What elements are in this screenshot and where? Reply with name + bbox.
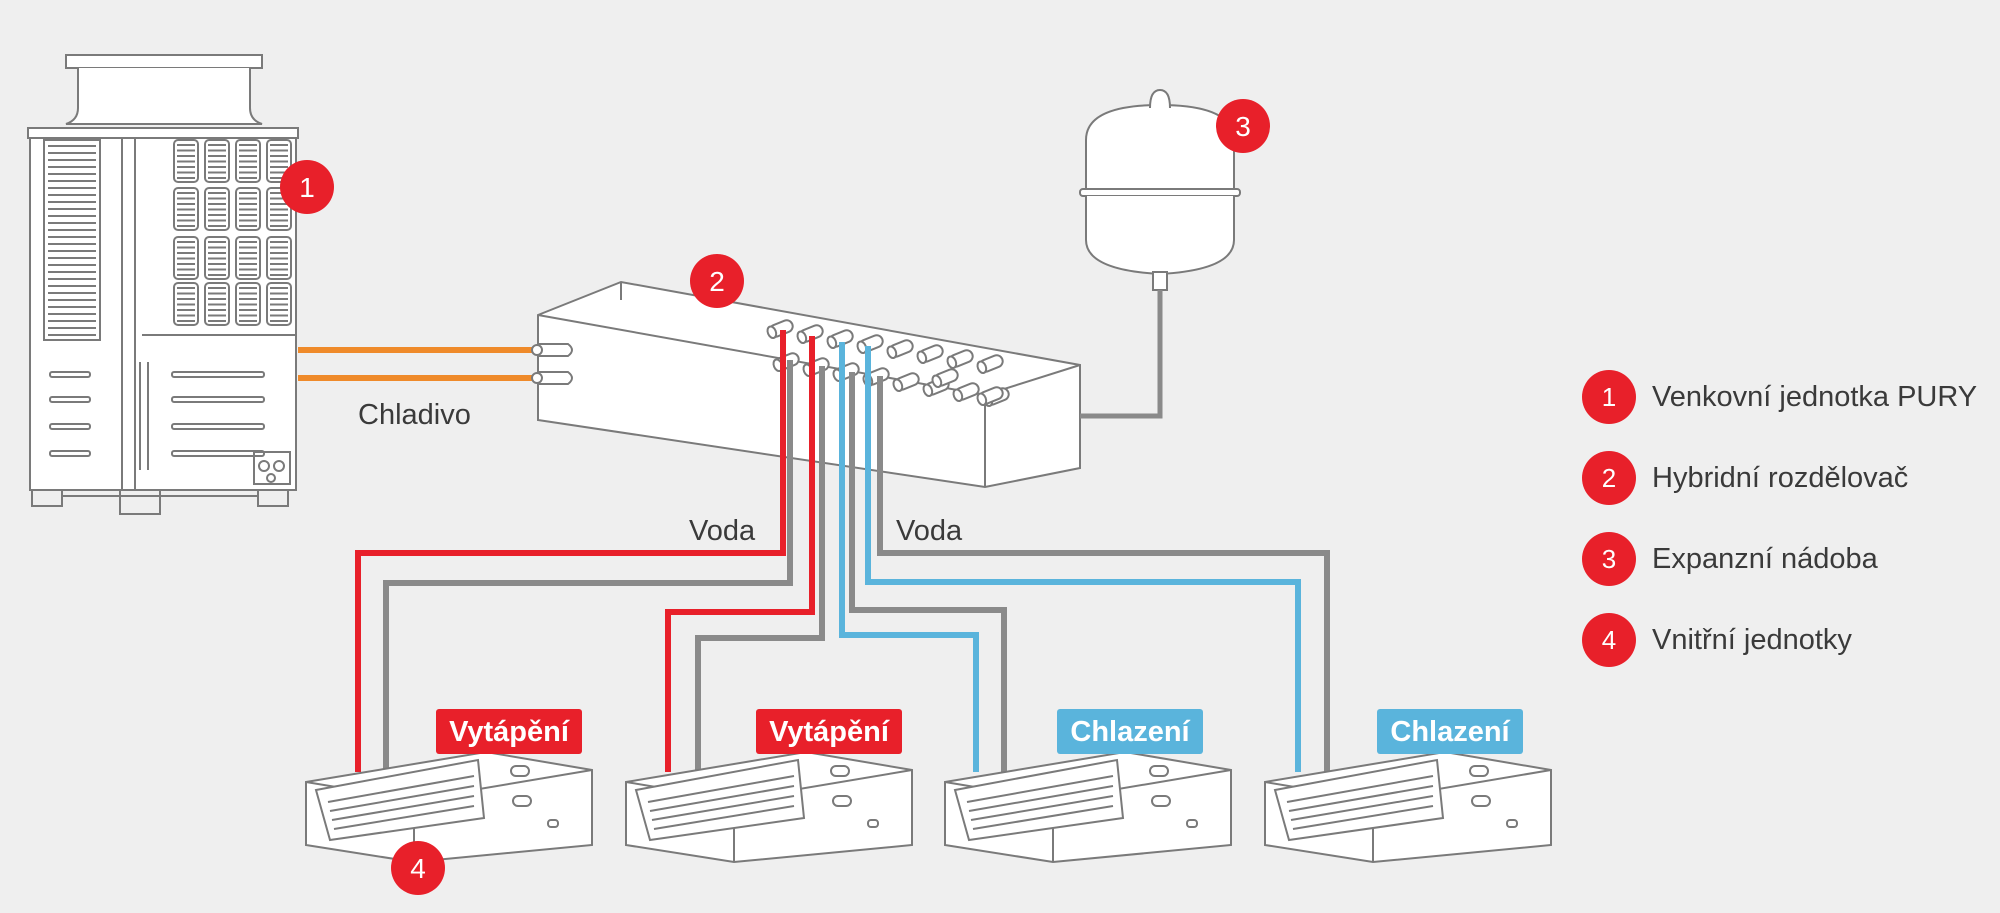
mode-tag-cooling: Chlazení [1057,709,1203,754]
badge-outdoor: 1 [280,160,334,214]
mode-tag-heating: Vytápění [756,709,902,754]
legend-label: Expanzní nádoba [1652,542,1878,575]
refrigerant-label: Chladivo [358,399,471,431]
return-pipe-3 [849,372,1007,772]
mode-tag-label: Vytápění [769,716,890,748]
outdoor-unit [27,54,299,515]
refrigerant-pipes [298,347,537,381]
cold-pipe-1 [839,342,979,772]
badge-controller-number: 2 [709,266,725,297]
water-label-left: Voda [689,515,756,547]
legend-item-branch-controller: 2 Hybridní rozdělovač [1582,451,1992,505]
hybrid-branch-controller [531,280,1081,489]
legend-item-expansion-tank: 3 Expanzní nádoba [1582,532,1992,586]
return-pipe-1 [383,360,793,772]
legend-label: Hybridní rozdělovač [1652,461,1909,494]
badge-controller: 2 [690,254,744,308]
mode-tag-heating: Vytápění [436,709,582,754]
tank-pipe [1080,290,1163,419]
mode-tag-label: Chlazení [1390,716,1510,748]
expansion-tank [1079,88,1241,291]
cold-pipe-2 [865,346,1301,772]
badge-indoor: 4 [391,841,445,895]
legend-item-outdoor-unit: 1 Venkovní jednotka PURY [1582,370,1992,424]
badge-indoor-number: 4 [410,853,426,884]
return-pipe-4 [877,376,1330,772]
legend-badge: 2 [1582,451,1636,505]
badge-tank-number: 3 [1235,111,1251,142]
indoor-unit-4: Chlazení [1264,709,1552,864]
mode-tag-label: Chlazení [1070,716,1190,748]
indoor-unit-2: Vytápění [625,709,913,864]
legend-badge: 4 [1582,613,1636,667]
water-pipes [355,330,1330,772]
mode-tag-cooling: Chlazení [1377,709,1523,754]
mode-tag-label: Vytápění [449,716,570,748]
hot-pipe-2 [665,336,815,772]
hot-pipe-1 [355,330,786,772]
legend-badge: 3 [1582,532,1636,586]
water-label-right: Voda [896,515,963,547]
legend-label: Venkovní jednotka PURY [1652,380,1978,413]
badge-tank: 3 [1216,99,1270,153]
indoor-unit-1: Vytápění [305,709,593,864]
legend: 1 Venkovní jednotka PURY 2 Hybridní rozd… [1582,370,1992,694]
badge-outdoor-number: 1 [299,172,315,203]
legend-badge: 1 [1582,370,1636,424]
legend-label: Vnitřní jednotky [1652,623,1852,656]
indoor-unit-3: Chlazení [944,709,1232,864]
return-pipe-2 [695,366,825,772]
indoor-units: Vytápění Vytápění Chlazení Chlazení [305,709,1552,864]
legend-item-indoor-units: 4 Vnitřní jednotky [1582,613,1992,667]
